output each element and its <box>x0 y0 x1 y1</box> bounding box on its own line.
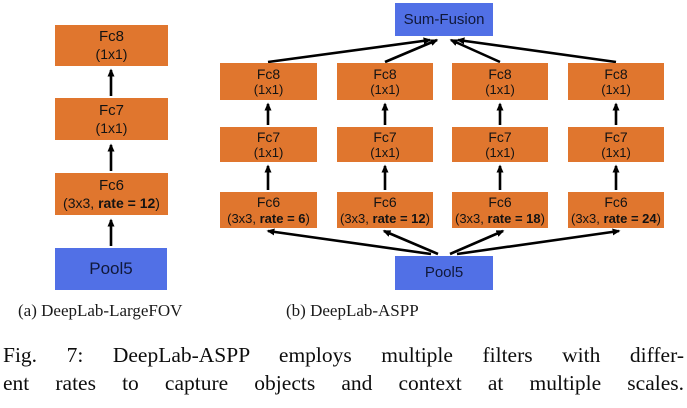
node-b-col2-fc7: Fc7 (1x1) <box>337 127 433 162</box>
node-b-col2-fc8: Fc8 (1x1) <box>337 63 433 100</box>
node-label: Fc7 <box>373 128 397 145</box>
node-b-sum-fusion: Sum-Fusion <box>395 3 493 36</box>
node-a-fc8: Fc8 (1x1) <box>55 25 168 66</box>
node-b-col2-fc6: Fc6 (3x3, rate = 12) <box>337 192 433 228</box>
node-label: Sum-Fusion <box>403 10 485 28</box>
subcaption-b: (b) DeepLab-ASPP <box>286 301 419 320</box>
node-a-fc6: Fc6 (3x3, rate = 12) <box>55 173 168 215</box>
node-b-col4-fc6: Fc6 (3x3, rate = 24) <box>568 192 664 228</box>
node-a-fc7: Fc7 (1x1) <box>55 98 168 140</box>
node-sublabel: (1x1) <box>601 145 631 161</box>
node-label: Fc6 <box>373 194 397 211</box>
node-sublabel: (1x1) <box>370 82 400 98</box>
node-b-col3-fc6: Fc6 (3x3, rate = 18) <box>452 192 548 228</box>
node-sublabel: (3x3, rate = 12) <box>340 210 430 226</box>
node-b-col1-fc7: Fc7 (1x1) <box>220 127 317 162</box>
node-b-col3-fc7: Fc7 (1x1) <box>452 127 548 162</box>
node-label: Fc6 <box>488 194 512 211</box>
node-sublabel: (3x3, rate = 24) <box>571 210 661 226</box>
figure-caption: Fig. 7: DeepLab-ASPP employs multiple fi… <box>3 341 684 397</box>
node-a-pool5: Pool5 <box>55 248 167 290</box>
node-label: Fc8 <box>98 28 124 46</box>
node-b-col1-fc8: Fc8 (1x1) <box>220 63 317 100</box>
node-sublabel: (3x3, rate = 6) <box>227 210 310 226</box>
node-sublabel: (3x3, rate = 12) <box>63 194 160 211</box>
node-sublabel: (1x1) <box>485 145 515 161</box>
node-label: Fc8 <box>256 65 281 82</box>
node-sublabel: (3x3, rate = 18) <box>455 210 545 226</box>
node-sublabel: (1x1) <box>253 82 284 98</box>
node-sublabel: (1x1) <box>485 82 515 98</box>
node-b-col3-fc8: Fc8 (1x1) <box>452 63 548 100</box>
node-label: Fc8 <box>604 65 628 82</box>
node-label: Fc7 <box>604 128 628 145</box>
figure-caption-line1: Fig. 7: DeepLab-ASPP employs multiple fi… <box>3 343 684 367</box>
subcaption-a: (a) DeepLab-LargeFOV <box>18 301 183 320</box>
node-label: Fc6 <box>604 194 628 211</box>
node-sublabel: (1x1) <box>95 119 128 136</box>
figure-caption-line2: ent rates to capture objects and context… <box>3 371 684 395</box>
node-sublabel: (1x1) <box>253 145 284 161</box>
node-label: Fc7 <box>256 128 281 145</box>
node-label: Fc7 <box>488 128 512 145</box>
node-sublabel: (1x1) <box>95 46 128 63</box>
node-label: Fc6 <box>256 194 281 211</box>
node-label: Fc7 <box>98 101 124 119</box>
node-sublabel: (1x1) <box>601 82 631 98</box>
node-b-col1-fc6: Fc6 (3x3, rate = 6) <box>220 192 317 228</box>
node-b-col4-fc7: Fc7 (1x1) <box>568 127 664 162</box>
node-sublabel: (1x1) <box>370 145 400 161</box>
node-label: Pool5 <box>89 258 133 278</box>
node-label: Fc8 <box>488 65 512 82</box>
node-label: Fc6 <box>98 176 124 194</box>
node-label: Pool5 <box>424 264 464 282</box>
node-b-col4-fc8: Fc8 (1x1) <box>568 63 664 100</box>
node-b-pool5: Pool5 <box>395 256 493 290</box>
node-label: Fc8 <box>373 65 397 82</box>
